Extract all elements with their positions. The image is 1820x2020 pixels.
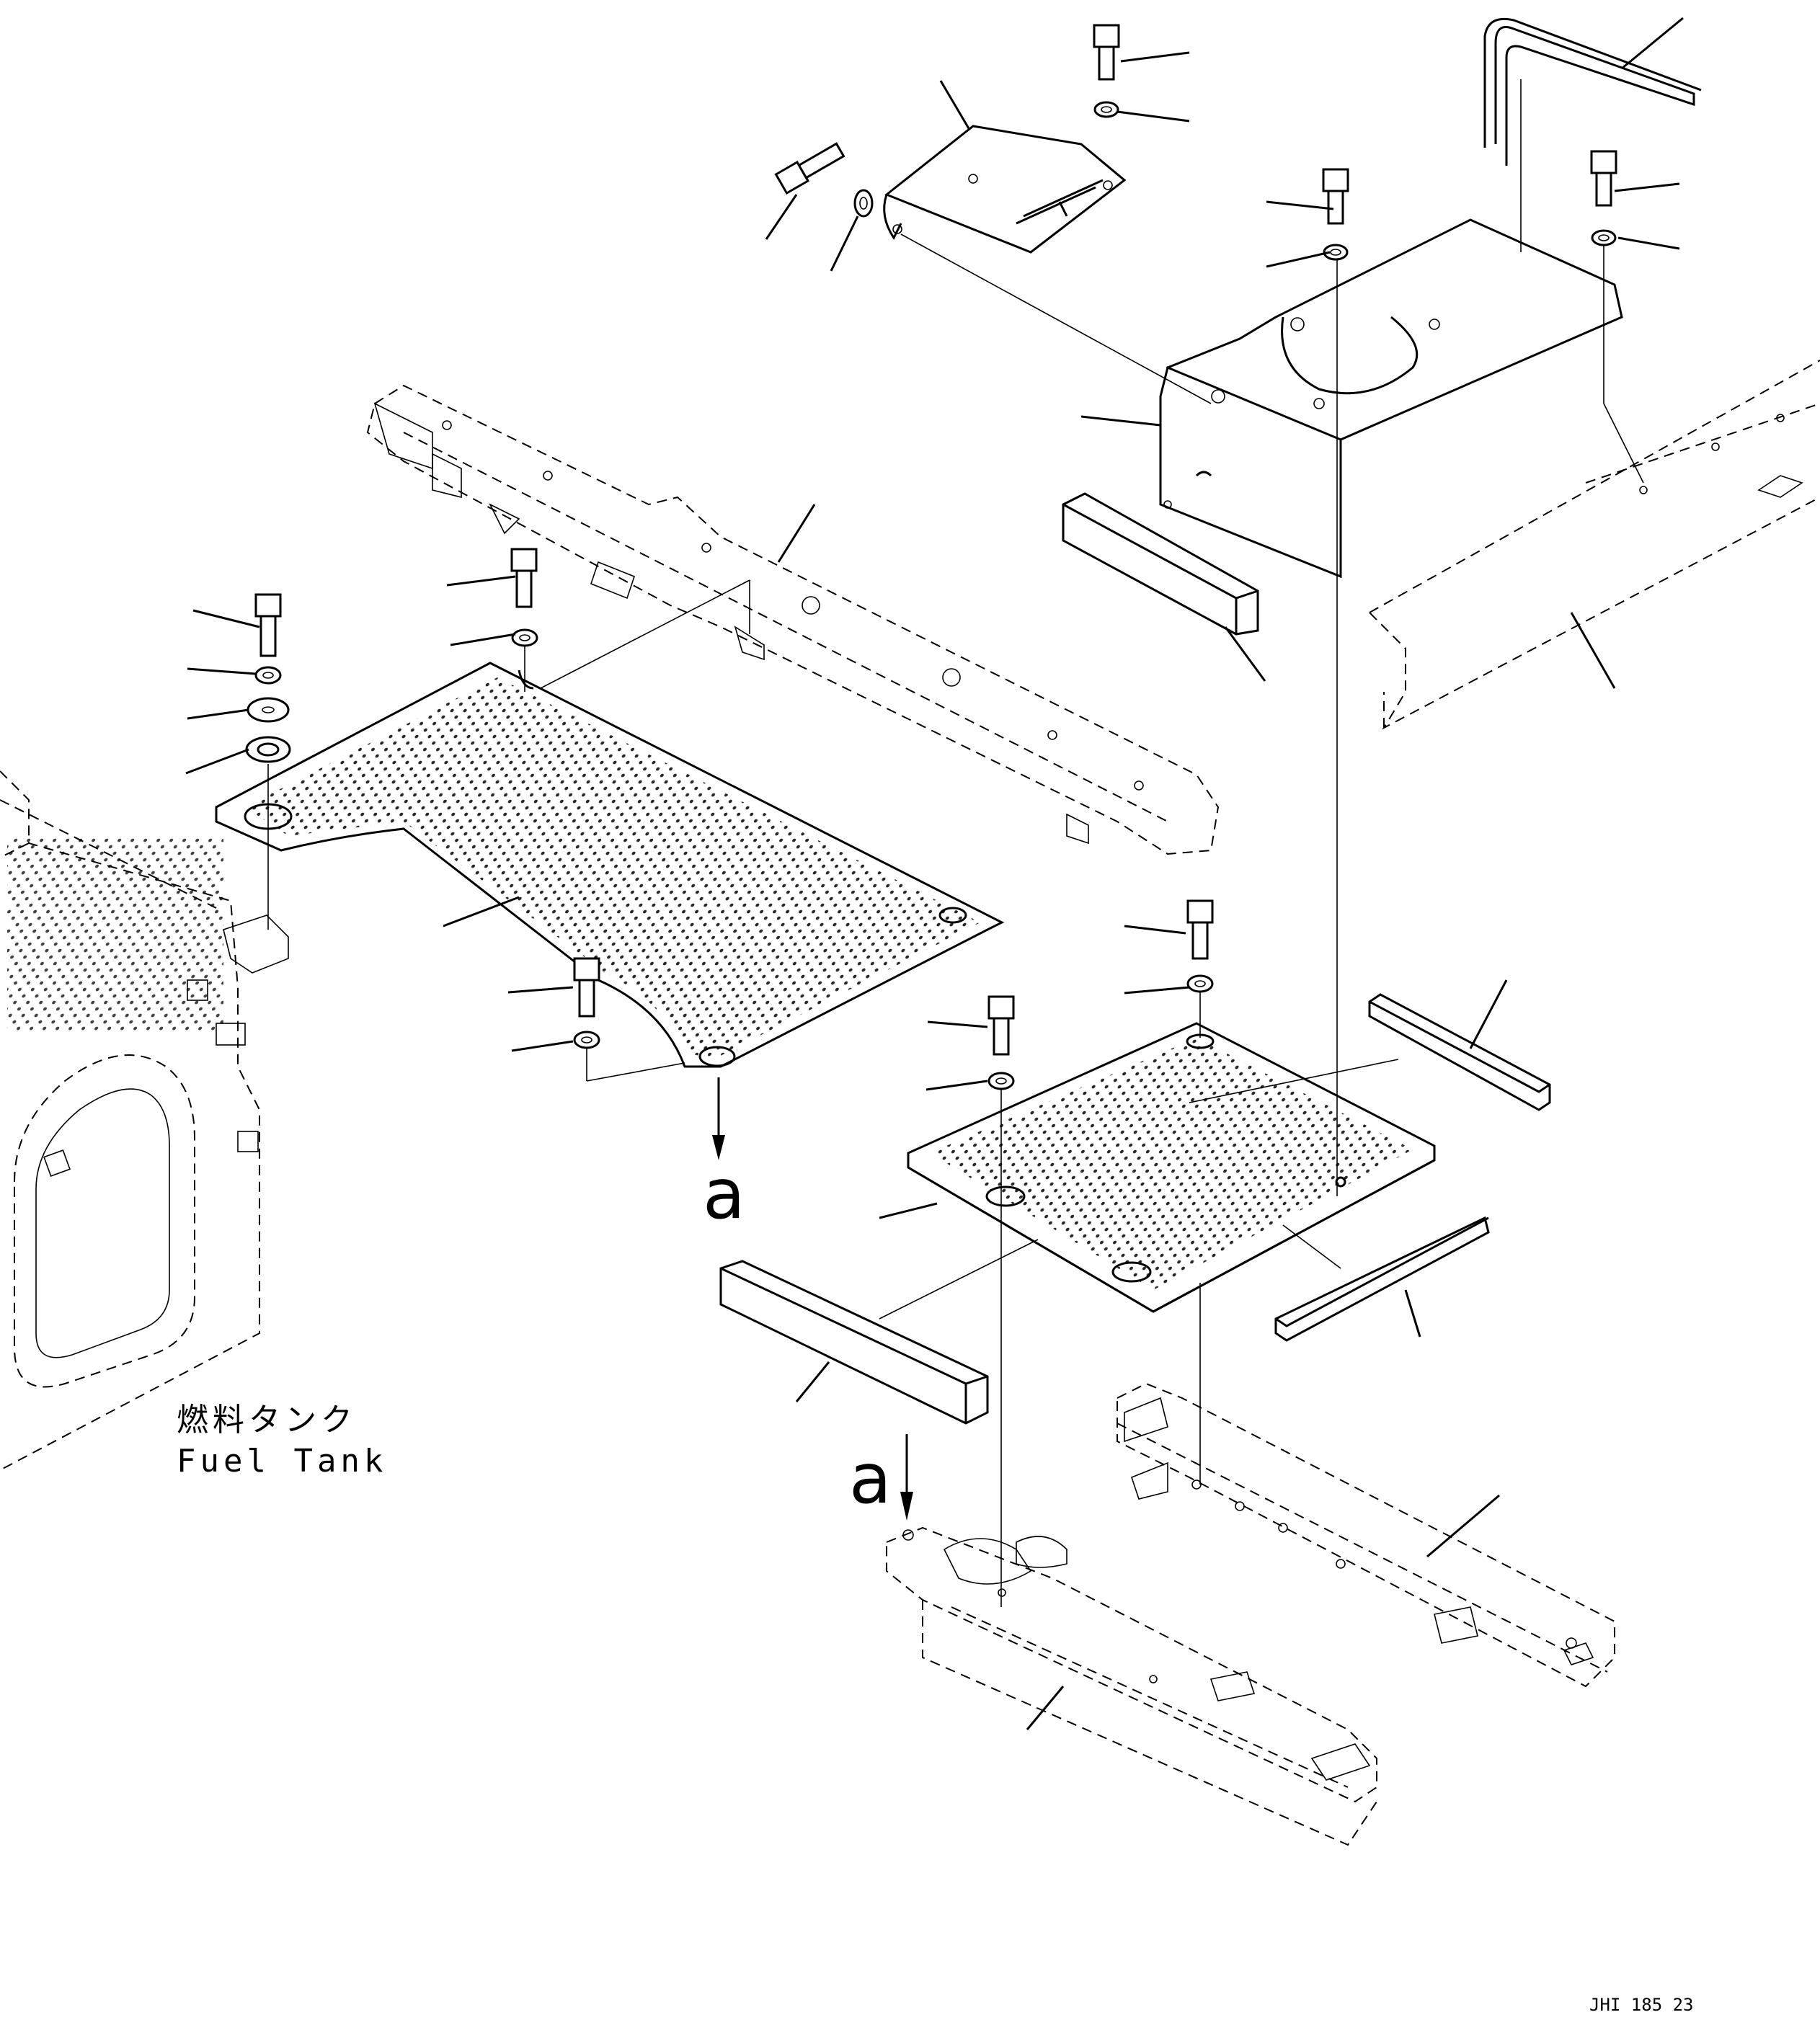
fuel-tank-label-en: Fuel Tank [177,1443,387,1480]
perforated-floor-plate-right [907,1022,1436,1313]
leader-lines [185,17,1684,1730]
upper-left-frame [366,384,1220,855]
fuel-tank-outline [0,770,289,1471]
washer-icon [1093,101,1119,118]
main-top-cover [1159,218,1623,579]
lower-right-frame [1117,1382,1615,1688]
washer-icon [1186,974,1214,993]
washer-icon [853,189,874,218]
bolt-icon [254,593,282,657]
bolt-icon [1186,899,1214,960]
washer-icon [573,1031,600,1049]
small-top-cover [883,125,1127,254]
bolt-icon [1322,168,1349,225]
washer-icon [247,697,290,723]
upper-right-frame [1369,360,1820,730]
view-arrow-upper: a [703,1077,745,1234]
bolt-icon [573,957,600,1018]
fuel-tank-label-jp: 燃料タンク [177,1402,357,1438]
washer-icon [1591,229,1617,246]
bolt-icon [1590,150,1617,207]
bolt-icon [510,548,538,608]
view-marker-lower: a [849,1438,892,1519]
handle-rail [1483,17,1702,166]
spacer-block-lower-left [719,1260,989,1425]
assembly-guide-lines [267,79,1644,1607]
washer-icon [1323,244,1349,261]
bolt-icon [774,142,845,195]
spacer-bar-right-upper [1368,993,1551,1111]
drawing-code: JHI 185 23 [1589,1995,1694,2015]
lower-left-frame [886,1526,1377,1846]
spacer-block-upper [1062,492,1259,636]
view-marker-upper: a [703,1154,745,1234]
bolt-icon [1093,24,1120,81]
washer-icon [245,736,291,763]
washer-icon [511,628,538,647]
fuel-tank-label: 燃料タンク Fuel Tank [177,1402,387,1480]
view-arrow-lower: a [849,1434,913,1521]
washer-icon [254,666,282,685]
washer-icon [987,1072,1015,1090]
perforated-floor-plate-left [215,662,1005,1068]
spacer-bar-right-lower [1274,1216,1490,1342]
bolt-icon [987,995,1015,1056]
